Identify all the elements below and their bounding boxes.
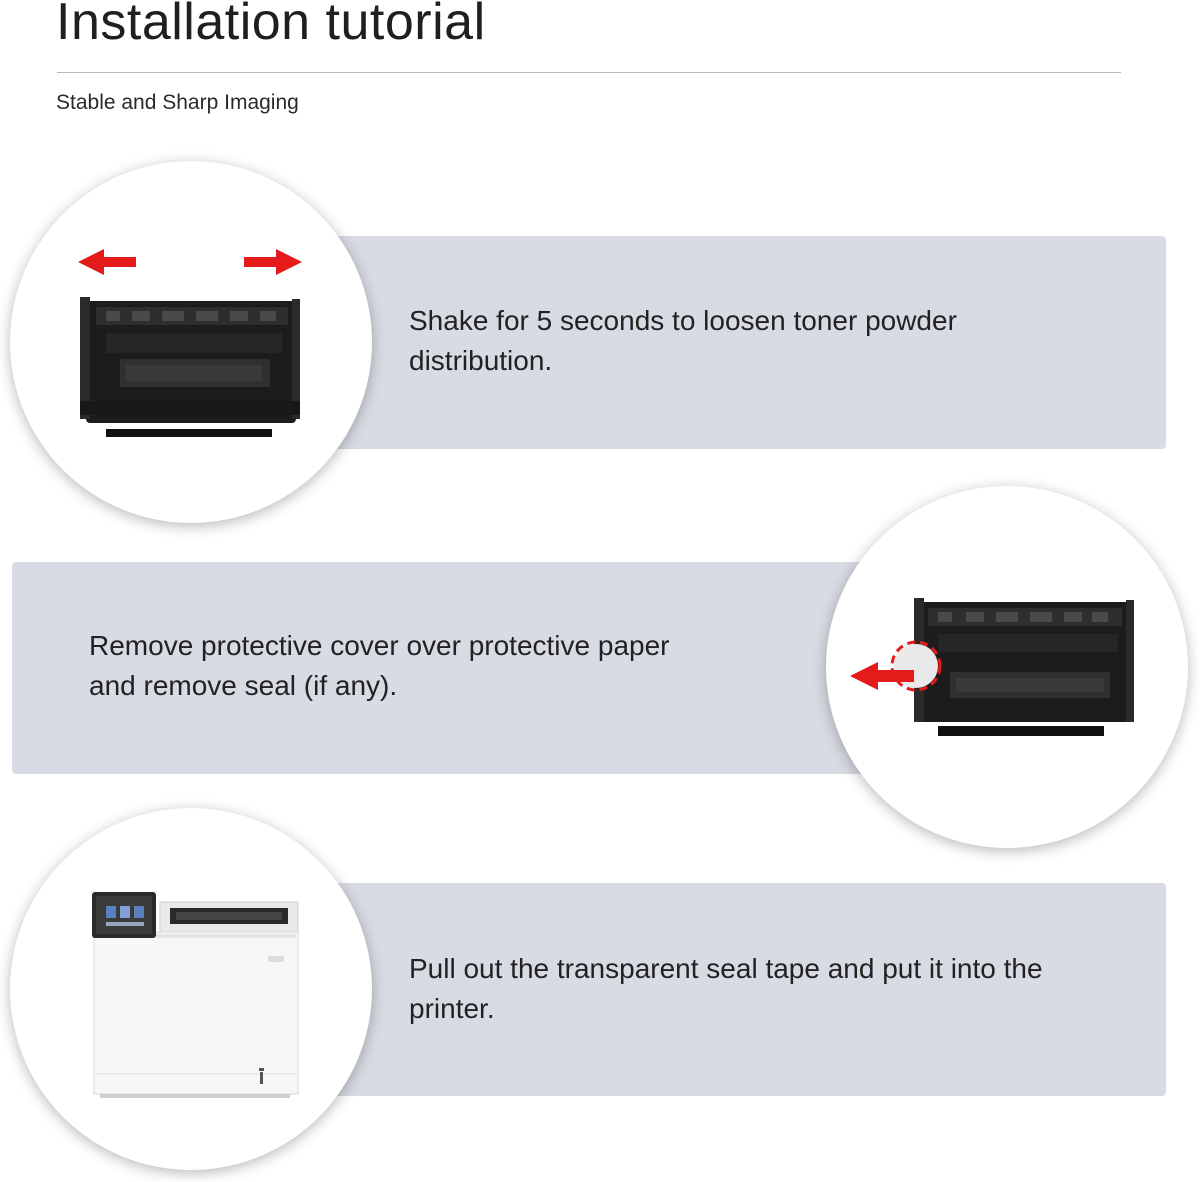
step-1-image-circle — [10, 161, 372, 523]
page-subtitle: Stable and Sharp Imaging — [56, 91, 299, 114]
toner-cartridge-icon — [914, 598, 1134, 736]
step-3-image-circle — [10, 808, 372, 1170]
step-2-image-circle — [826, 486, 1188, 848]
title-divider — [57, 72, 1121, 73]
toner-cartridge-seal-image — [850, 598, 1134, 736]
step-3-text: Pull out the transparent seal tape and p… — [409, 953, 1043, 1024]
laser-printer-image — [92, 892, 299, 1098]
arrow-left-icon — [78, 249, 136, 275]
step-1-text: Shake for 5 seconds to loosen toner powd… — [409, 305, 957, 376]
arrow-right-icon — [244, 249, 302, 275]
seal-highlight-icon — [890, 640, 942, 692]
printer-icon — [92, 892, 299, 1098]
step-2-text: Remove protective cover over protective … — [89, 630, 670, 701]
toner-cartridge-icon — [80, 297, 300, 437]
step-2-panel — [12, 562, 988, 774]
toner-cartridge-shake-image — [78, 249, 302, 437]
arrow-left-icon — [850, 662, 914, 690]
page-title: Installation tutorial — [56, 0, 486, 51]
